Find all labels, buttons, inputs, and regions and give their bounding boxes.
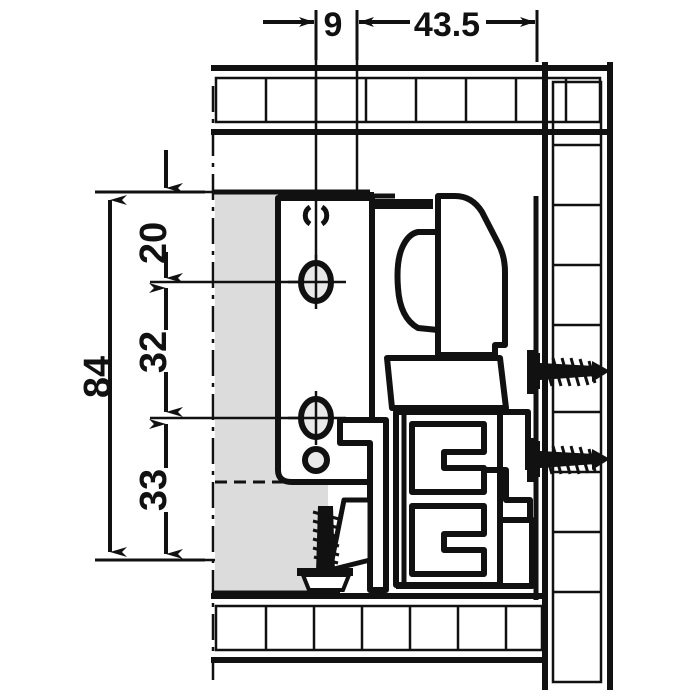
dim-label-20: 20 bbox=[133, 222, 175, 264]
top-dimension-group: 9 43.5 bbox=[263, 6, 539, 62]
runner-lower-right-flange bbox=[396, 517, 535, 589]
small-pin-hole-top-right bbox=[320, 204, 330, 227]
small-pin-hole-top bbox=[302, 204, 312, 227]
screw-vertical-threads bbox=[312, 510, 340, 565]
screw-upper-tip bbox=[592, 361, 610, 382]
mid-plate-body bbox=[384, 355, 509, 411]
dim-label-9: 9 bbox=[324, 6, 343, 44]
drawer-side-panel bbox=[213, 189, 370, 596]
bottom-panel-hatch-band bbox=[214, 604, 544, 652]
dim-label-435: 43.5 bbox=[414, 6, 480, 44]
runner-interlock-upper bbox=[409, 421, 487, 495]
runner-hook-arm bbox=[484, 467, 533, 520]
dim-label-84: 84 bbox=[77, 356, 119, 398]
runner-profile-section bbox=[393, 409, 535, 589]
screw-horizontal-lower bbox=[529, 441, 610, 477]
mechanism-upper-shoulder bbox=[371, 199, 433, 209]
carriage-left-bracket bbox=[327, 417, 389, 593]
runner-mid-plate bbox=[384, 355, 509, 411]
screw-upper-threads bbox=[542, 357, 597, 387]
round-hole-bottom bbox=[302, 446, 330, 474]
screw-vertical-collar bbox=[297, 568, 353, 576]
drawer-side-shade-upper bbox=[215, 192, 278, 482]
dim-label-32: 32 bbox=[133, 331, 175, 373]
screw-upper-head bbox=[529, 353, 540, 389]
screw-horizontal-upper bbox=[529, 353, 610, 389]
cabinet-bottom-panel bbox=[211, 593, 548, 663]
runner-mechanism-upper bbox=[371, 193, 508, 360]
screw-lower-head bbox=[529, 441, 540, 477]
dim-chain-group: 20 32 33 bbox=[133, 150, 183, 559]
mechanism-upper-outline bbox=[435, 193, 508, 358]
screw-vertical-bottom bbox=[297, 506, 353, 592]
carriage-bracket-taper bbox=[327, 497, 373, 573]
carriage-bracket-outline bbox=[337, 417, 389, 593]
dim-label-33: 33 bbox=[133, 469, 175, 511]
screw-vertical-head bbox=[300, 573, 352, 592]
mounting-bracket bbox=[275, 192, 395, 485]
screw-lower-threads bbox=[542, 445, 597, 475]
cabinet-top-panel bbox=[211, 65, 610, 135]
mechanism-upper-inner-lobe bbox=[394, 229, 441, 333]
dim-84-group: 84 bbox=[77, 190, 205, 562]
runner-interlock-lower bbox=[409, 503, 487, 577]
runner-right-flange bbox=[500, 409, 531, 470]
screw-lower-tip bbox=[592, 449, 610, 470]
side-panel-hatch-band bbox=[551, 80, 603, 684]
